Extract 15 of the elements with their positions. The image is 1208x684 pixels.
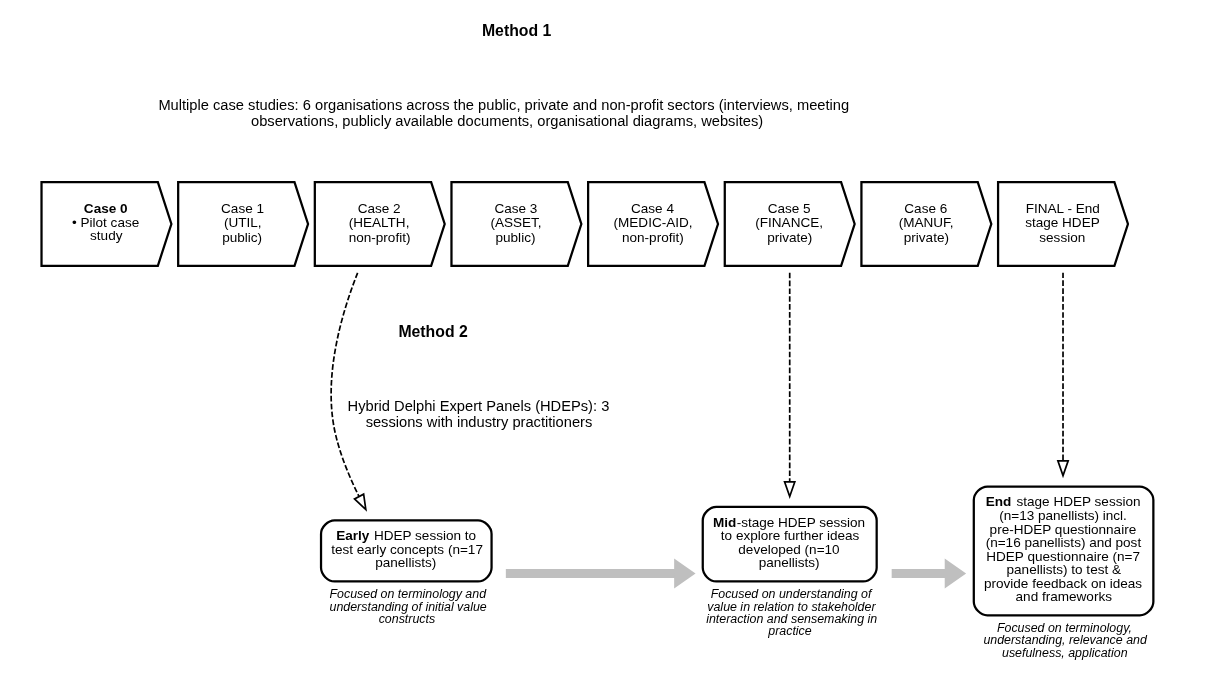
arrow: [782, 271, 796, 499]
arrow: [891, 558, 966, 589]
arrow: [1056, 271, 1069, 479]
label: Hybrid Delphi Expert Panels (HDEPs): 3 sessions with industry practitioners: [347, 397, 609, 430]
node-box: Early HDEP session to test early concepts (n=17 panellists): [319, 519, 493, 583]
node-label: Focused on terminology and understanding of initial value constructs: [329, 587, 487, 626]
node-label: Focused on understanding of value in relation to stakeholder interaction and sensemaking in practice: [705, 587, 877, 639]
node-box: Mid-stage HDEP session to explore further ideas developed (n=10 panellists): [701, 505, 878, 583]
node-box: End stage HDEP session (n=13 panellists) incl. pre-HDEP questionnaire (n=16 panellists) and post HDEP questionnaire (n=7 panellists) to test & provide feedback on ideas and frameworks: [972, 485, 1154, 617]
arrow: [505, 558, 696, 589]
label: Method 2: [397, 322, 468, 340]
label: Method 1: [481, 22, 551, 40]
arrow: [329, 272, 367, 512]
label: Multiple case studies: 6 organisations across the public, private and non-profit sectors (interviews, meeting observations, publicly available documents, organisational diagrams, websites): [157, 97, 849, 130]
node-label: Focused on terminology, understanding, relevance and usefulness, application: [982, 621, 1147, 660]
